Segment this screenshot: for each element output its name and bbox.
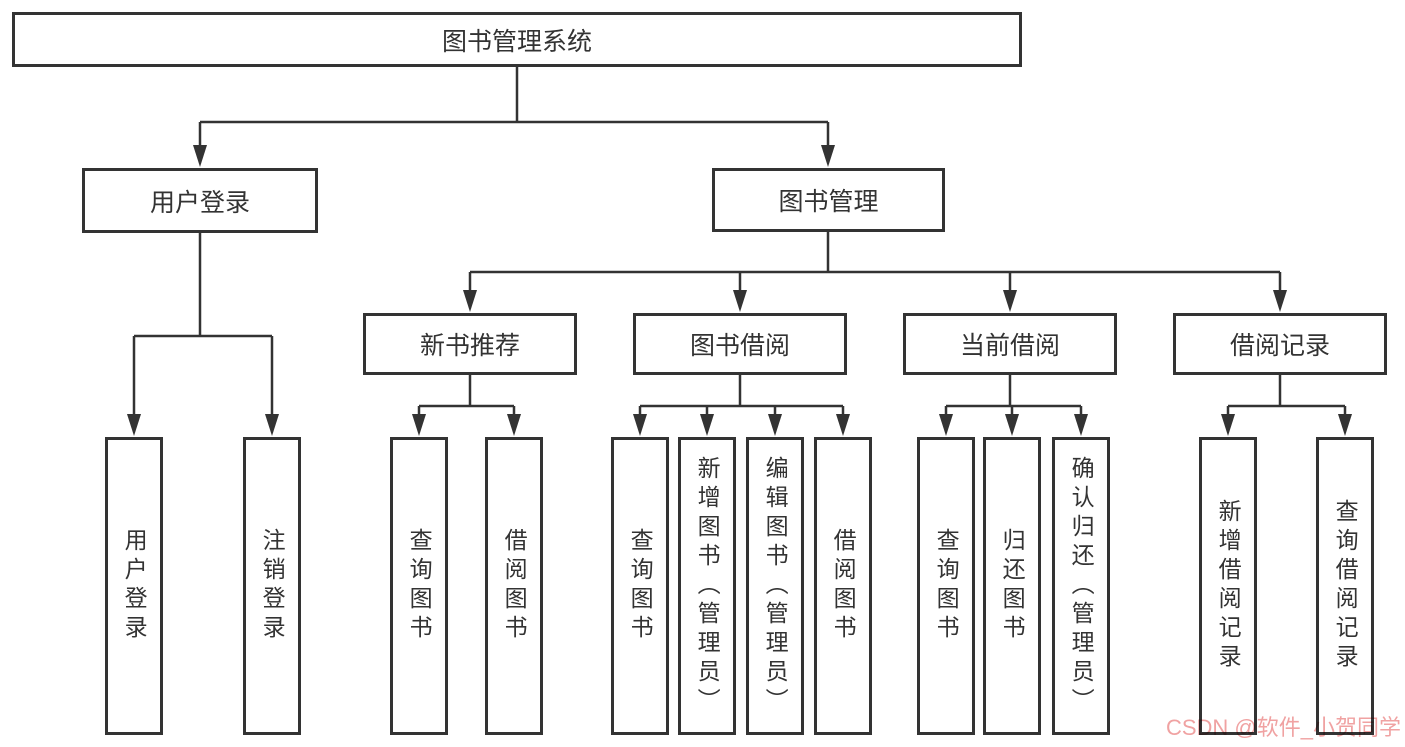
leaf-logout: 注销登录	[243, 437, 301, 735]
leaf-label: 用户登录	[121, 528, 148, 644]
node-label: 新书推荐	[419, 332, 520, 360]
node-book-management: 图书管理	[712, 168, 945, 232]
leaf-label: 借阅图书	[501, 528, 528, 644]
leaf-newbook-borrow-books: 借阅图书	[485, 437, 543, 735]
leaf-label: 注销登录	[259, 528, 286, 644]
node-label: 用户登录	[149, 188, 250, 217]
leaf-current-query-books: 查询图书	[917, 437, 975, 735]
leaf-current-return-books: 归还图书	[983, 437, 1041, 735]
leaf-label: 查询图书	[933, 528, 960, 644]
leaf-records-add-borrow-record: 新增借阅记录	[1199, 437, 1257, 735]
leaf-label: 新增借阅记录	[1215, 499, 1242, 673]
leaf-newbook-query-books: 查询图书	[390, 437, 448, 735]
connector-userlogin-to-leaves	[132, 233, 274, 418]
connector-level3-to-leaf-forks	[419, 375, 1345, 408]
node-label: 图书管理	[778, 188, 879, 216]
leaf-label: 编辑图书（管理员）	[762, 455, 789, 717]
node-borrowing-records: 借阅记录	[1173, 313, 1387, 375]
leaf-label: 确认归还（管理员）	[1068, 455, 1095, 717]
leaf-label: 新增图书（管理员）	[694, 455, 721, 717]
node-user-login: 用户登录	[82, 168, 318, 233]
leaf-borrowing-query-books: 查询图书	[611, 437, 669, 735]
node-book-borrowing: 图书借阅	[633, 313, 847, 375]
node-label: 借阅记录	[1229, 332, 1330, 360]
connector-root-to-level2	[198, 67, 830, 148]
leaf-label: 查询图书	[627, 528, 654, 644]
leaf-borrowing-add-books-admin: 新增图书（管理员）	[678, 437, 736, 735]
leaf-borrowing-edit-books-admin: 编辑图书（管理员）	[746, 437, 804, 735]
node-current-borrowing: 当前借阅	[903, 313, 1117, 375]
node-new-book-recommendation: 新书推荐	[363, 313, 577, 375]
leaf-records-query-borrow-record: 查询借阅记录	[1316, 437, 1374, 735]
leaf-current-confirm-return-admin: 确认归还（管理员）	[1052, 437, 1110, 735]
node-library-management-system: 图书管理系统	[12, 12, 1022, 67]
node-label: 图书管理系统	[441, 27, 592, 56]
leaf-borrowing-borrow-books: 借阅图书	[814, 437, 872, 735]
node-label: 当前借阅	[959, 332, 1060, 360]
node-label: 图书借阅	[689, 332, 790, 360]
leaf-label: 查询图书	[406, 528, 433, 644]
connector-leaf-shafts	[417, 406, 1347, 418]
leaf-label: 归还图书	[999, 528, 1026, 644]
leaf-label: 借阅图书	[830, 528, 857, 644]
connector-bookmgmt-to-level3	[468, 232, 1282, 294]
leaf-label: 查询借阅记录	[1332, 499, 1359, 673]
arrowheads	[127, 145, 1352, 436]
watermark: CSDN @软件_小贺同学	[1165, 715, 1401, 740]
leaf-user-login: 用户登录	[105, 437, 163, 735]
